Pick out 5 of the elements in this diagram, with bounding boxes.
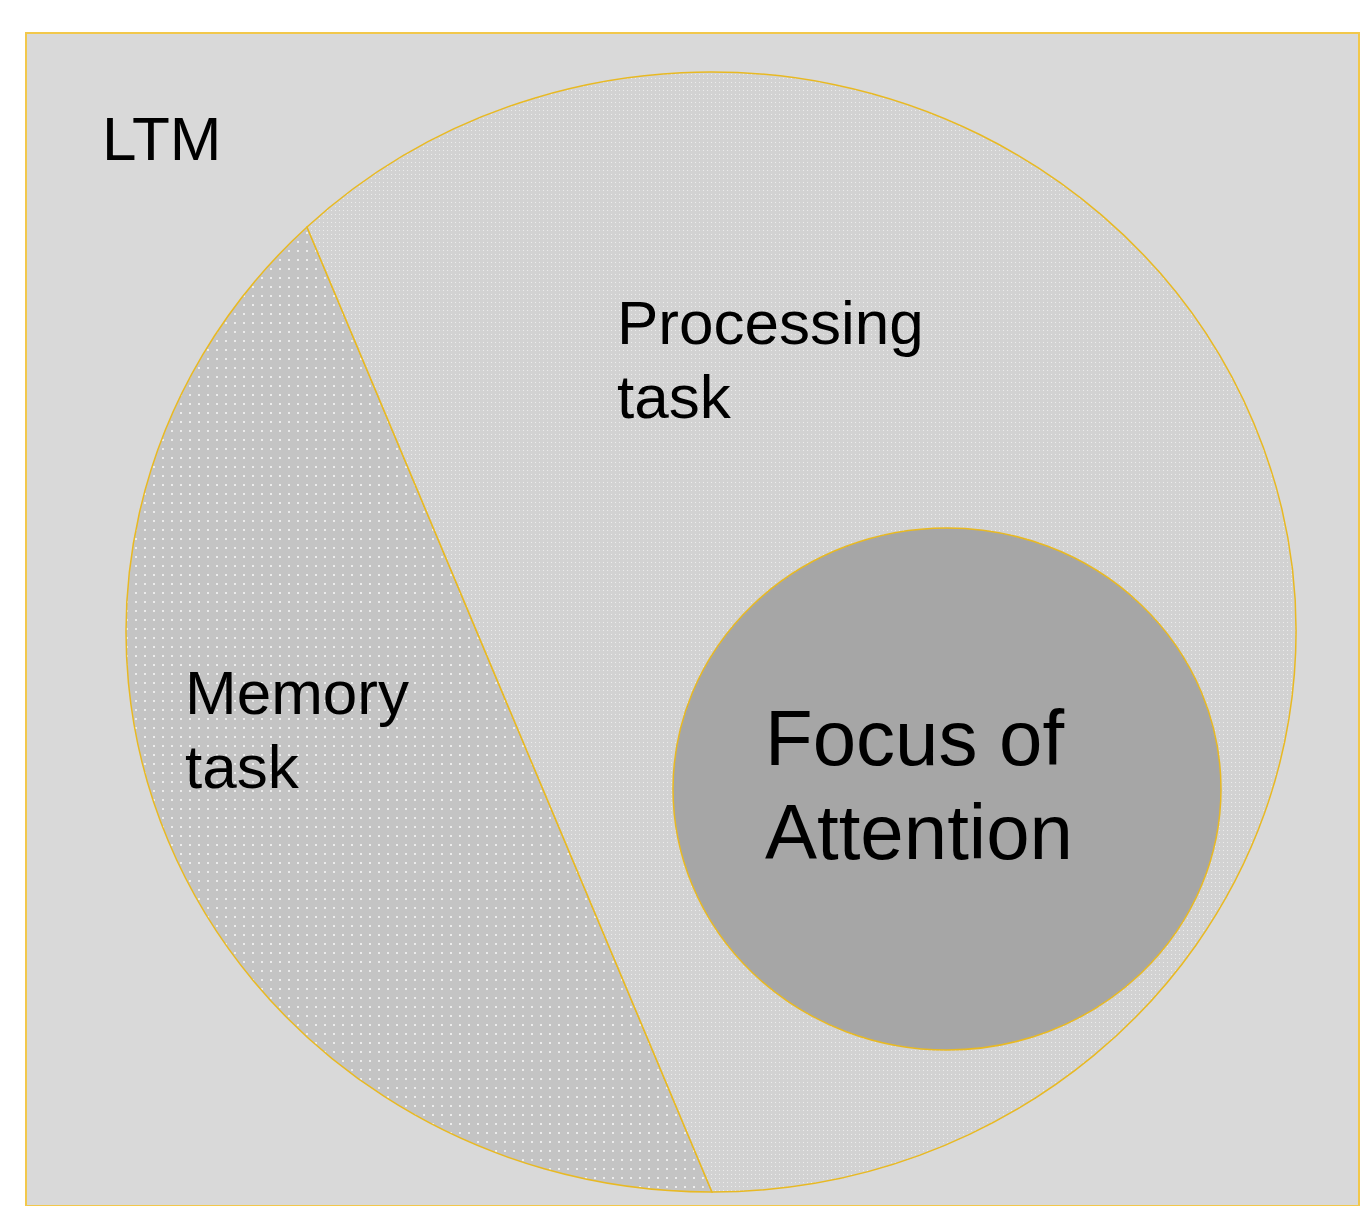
region-label: Processing task (617, 287, 925, 434)
region-label: Focus of Attention (765, 693, 1074, 878)
region-label: LTM (102, 103, 223, 175)
background-panel (25, 32, 1360, 1206)
region-label: Memory task (185, 657, 410, 804)
